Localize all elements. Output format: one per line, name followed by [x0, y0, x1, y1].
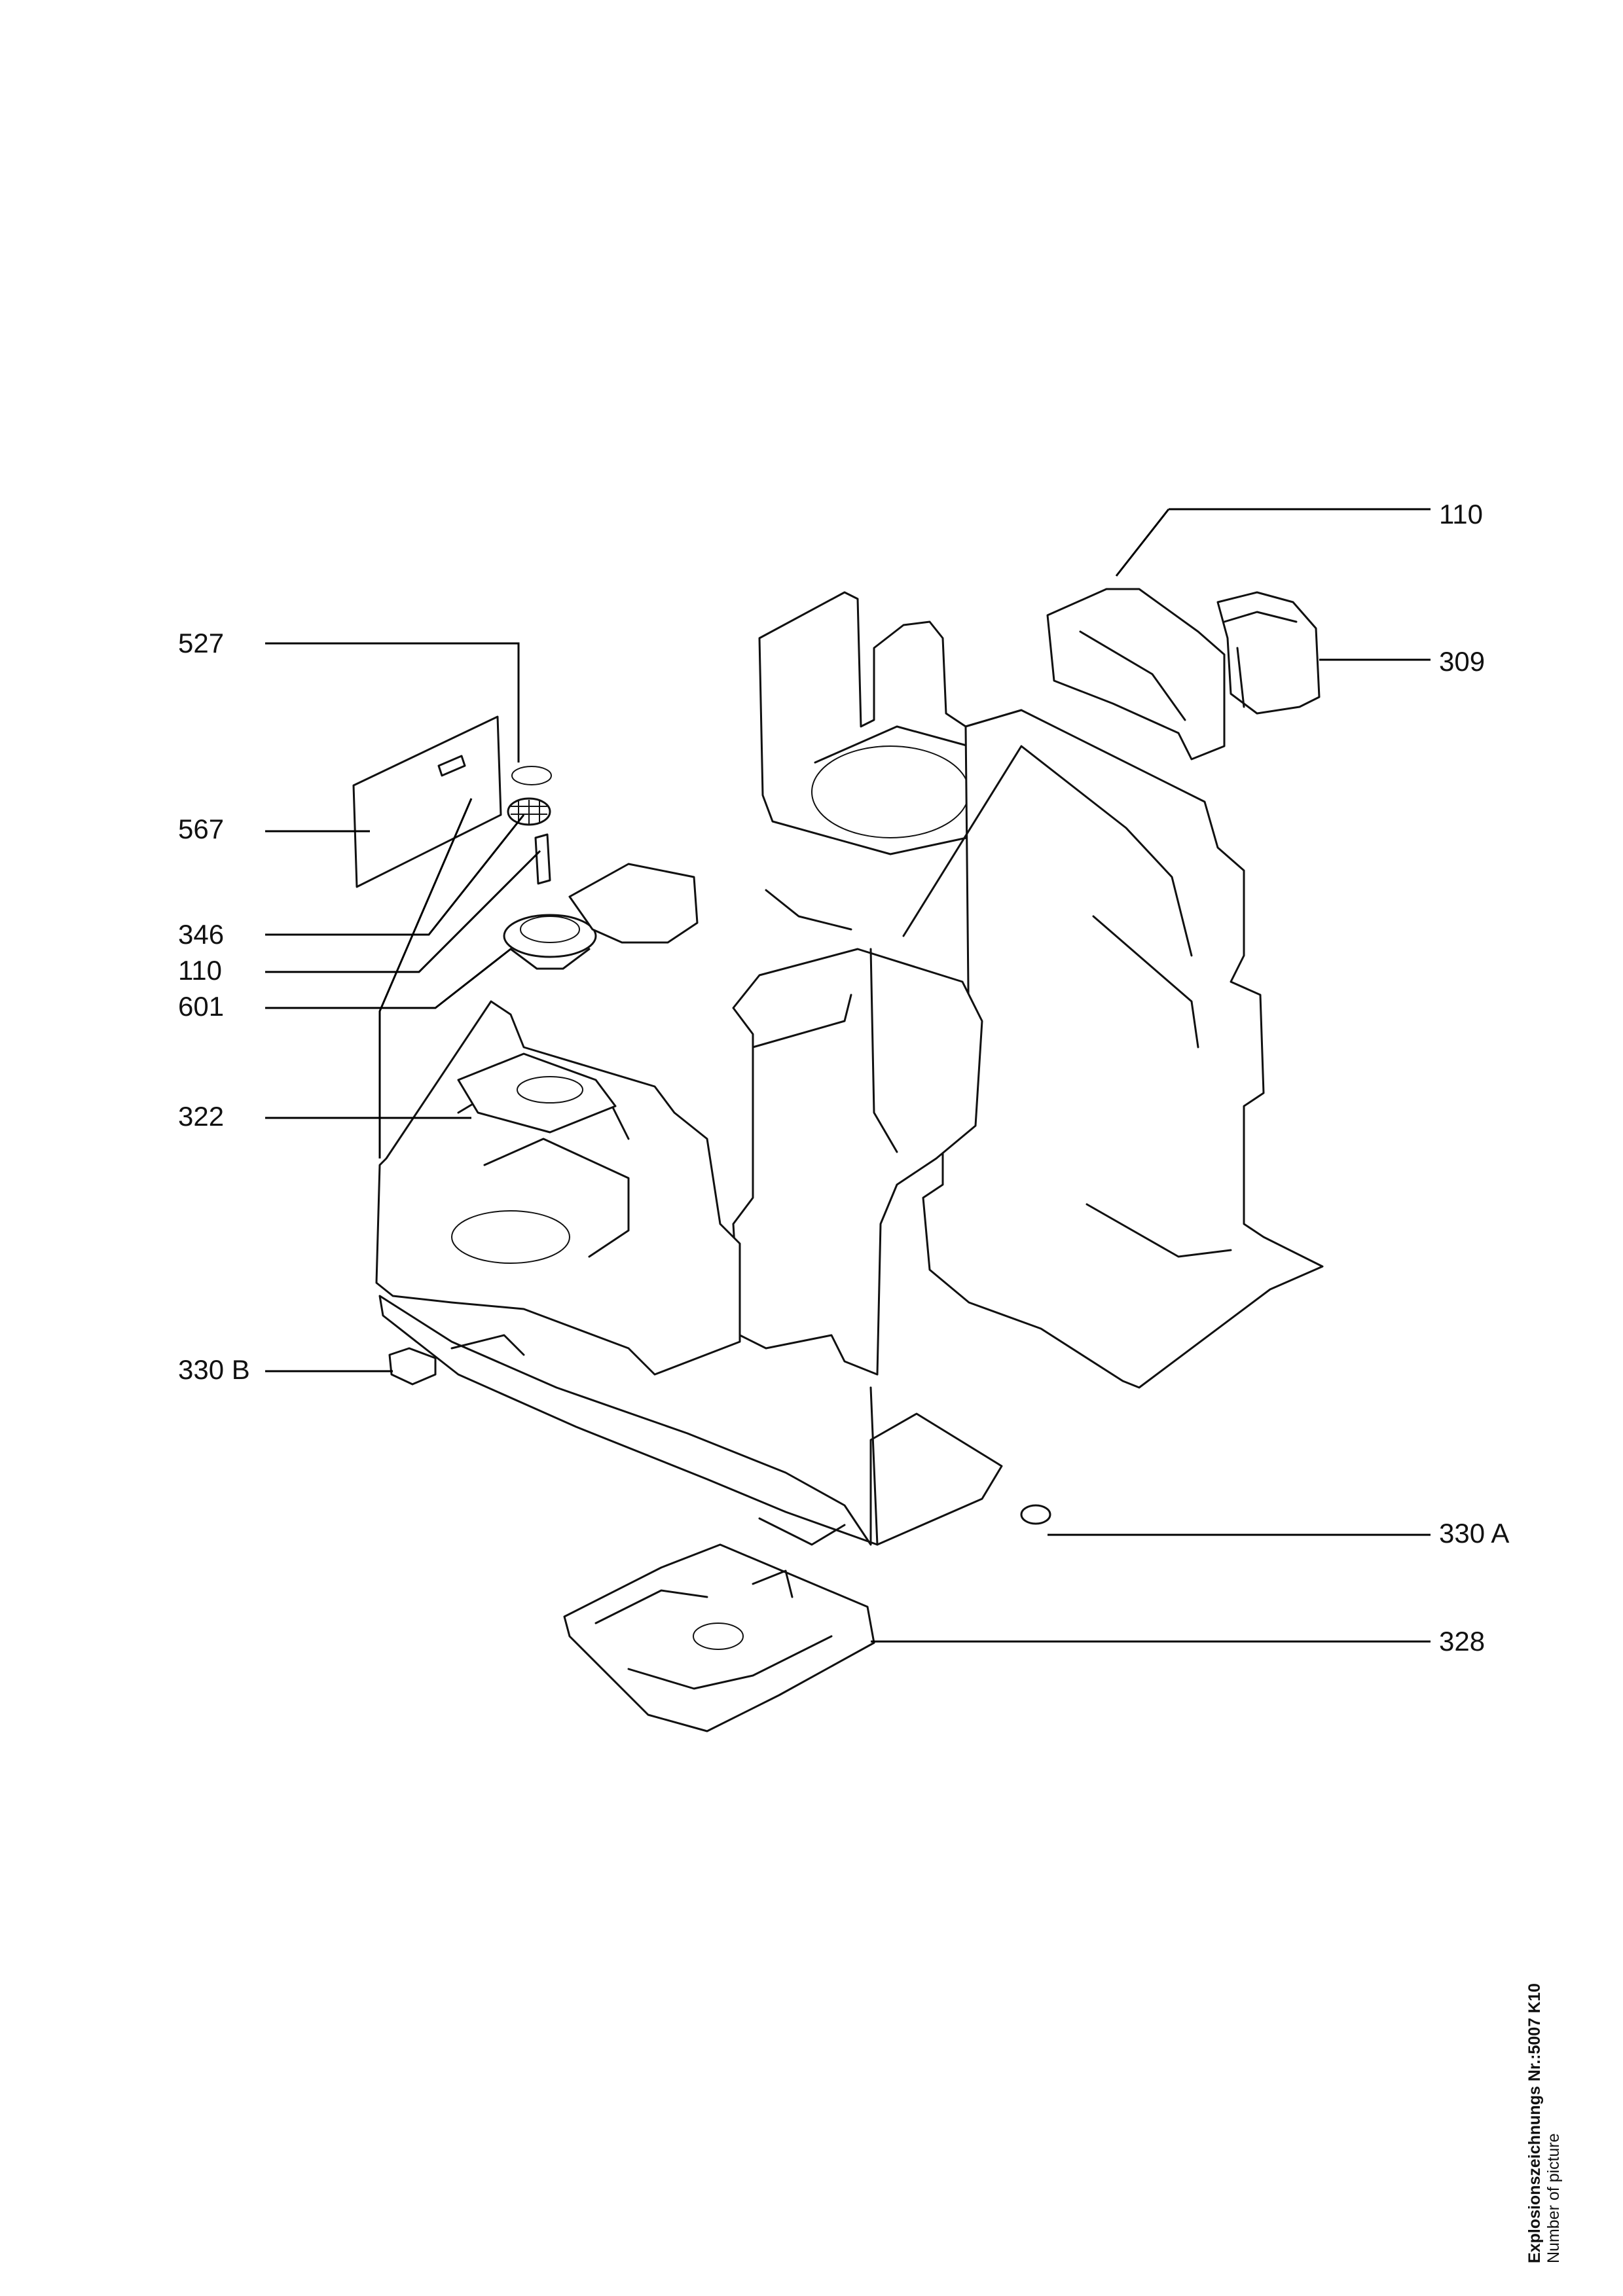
callout-label: 328	[1439, 1626, 1486, 1657]
callout-label: 330 B	[178, 1354, 250, 1385]
callout-label: 322	[178, 1101, 225, 1132]
callout-label: 110	[178, 955, 222, 986]
part-567-panel	[352, 715, 502, 888]
leader-lines	[265, 508, 1431, 1643]
callout-label: 346	[178, 919, 225, 950]
part-309-block	[1216, 591, 1321, 715]
callout-label: 309	[1439, 646, 1486, 677]
drawing-number: Explosionszeichnungs Nr.:5007 K10	[1525, 1983, 1544, 2263]
part-110-pin	[534, 833, 551, 885]
part-330b-foot	[388, 1347, 437, 1386]
callout-label: 330 A	[1439, 1518, 1510, 1549]
part-328-drip-tray	[563, 1543, 875, 1732]
part-346-filter	[507, 797, 551, 826]
part-322-tray	[457, 1052, 617, 1134]
part-330a-foot	[1020, 1504, 1051, 1525]
picture-number-label: Number of picture	[1544, 2133, 1563, 2263]
callout-label: 110	[1439, 499, 1483, 529]
part-601-valve	[503, 863, 699, 970]
part-110-cover	[1046, 588, 1226, 761]
drawing-number-footer: Explosionszeichnungs Nr.:5007 K10 Number…	[1525, 1983, 1563, 2263]
part-527-ring	[511, 766, 552, 785]
callout-label: 601	[178, 991, 225, 1022]
callout-label: 527	[178, 628, 225, 658]
callout-label: 567	[178, 814, 225, 844]
